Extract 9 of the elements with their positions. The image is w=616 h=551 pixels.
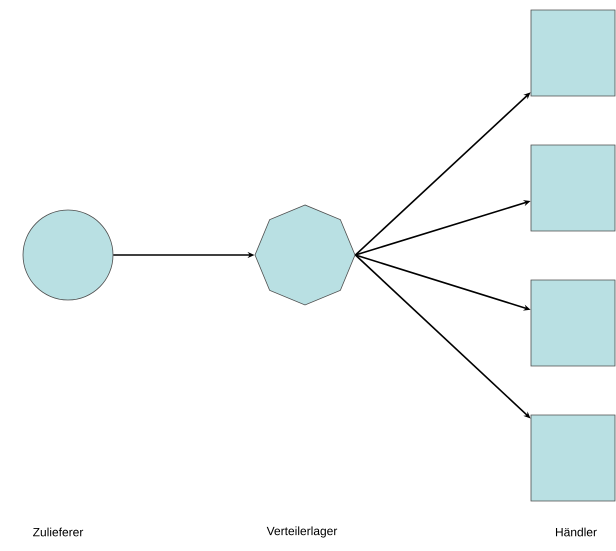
octagon-node	[254, 204, 356, 306]
square-box	[530, 144, 616, 232]
column-label: Zulieferer	[33, 528, 84, 536]
circle-node	[22, 210, 114, 300]
column-label: Händler	[556, 528, 597, 536]
square-box	[530, 414, 616, 502]
square-box	[530, 280, 616, 366]
column-label: Verteilerlager	[266, 526, 338, 538]
square-box	[530, 10, 616, 96]
